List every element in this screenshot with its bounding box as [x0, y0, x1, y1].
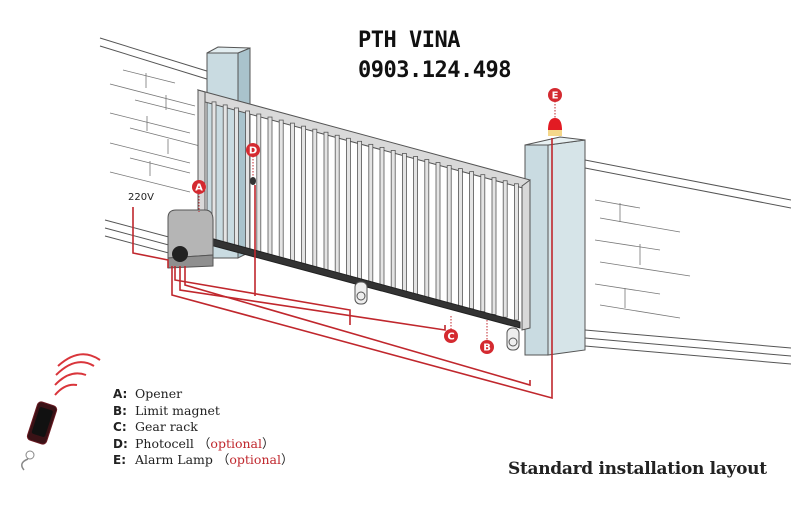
alarm-lamp [548, 118, 562, 136]
gate-bar [502, 180, 508, 318]
opener-motor [167, 209, 214, 269]
legend: A: Opener B: Limit magnet C: Gear rack D: Ph… [113, 386, 293, 469]
gate-wheel [354, 281, 368, 305]
gate-bar [245, 110, 251, 253]
gate-bar [222, 104, 228, 247]
gate-bar [446, 165, 452, 304]
photocell [250, 177, 256, 185]
marker-a: A [192, 180, 206, 194]
gate-bar [323, 131, 329, 273]
gate-bar [480, 174, 486, 312]
gate-bar [514, 183, 519, 321]
legend-item: C: Gear rack [113, 419, 293, 436]
svg-text:C: C [447, 332, 454, 343]
wiring [132, 138, 553, 400]
right-post [524, 136, 586, 356]
optional-tag: optional [229, 452, 281, 467]
legend-key: E: [113, 453, 127, 467]
gate-bar [435, 162, 441, 301]
legend-label: Gear rack [135, 419, 198, 434]
gate-bar [334, 134, 340, 276]
marker-b: B [480, 340, 494, 354]
svg-text:D: D [249, 146, 257, 157]
gate-bar [469, 171, 475, 310]
svg-text:B: B [483, 343, 491, 354]
gate-bar [390, 150, 396, 290]
gate-bar [345, 137, 351, 279]
gate-bar [289, 122, 295, 264]
legend-key: B: [113, 403, 127, 418]
left-wall [99, 37, 211, 265]
brand-header: PTH VINA 0903.124.498 [358, 26, 511, 86]
gate-wheel [506, 327, 520, 351]
marker-d: D [246, 143, 260, 157]
gate-bar [256, 113, 262, 256]
right-wall [584, 159, 791, 365]
optional-tag: optional [210, 435, 262, 451]
diagram-caption: Standard installation layout [508, 459, 767, 479]
svg-text:A: A [195, 183, 203, 194]
gate-bar [357, 140, 363, 281]
legend-label: Alarm Lamp [135, 452, 213, 467]
gate-bar [267, 116, 273, 259]
legend-key: A: [113, 387, 128, 401]
gate-bar [233, 107, 239, 250]
legend-item: E:Alarm Lamp （optional） [113, 452, 294, 467]
voltage-label: 220V [128, 192, 154, 203]
legend-key: D: [113, 436, 128, 451]
legend-item: D:Photocell （optional） [113, 435, 275, 451]
gate-bar [401, 153, 407, 293]
remote-control-icon [21, 353, 101, 471]
legend-item: B: Limit magnet [113, 403, 293, 420]
gate-bar [413, 156, 419, 296]
legend-label: Limit magnet [135, 402, 220, 418]
gate-bar [368, 143, 374, 284]
marker-e: E [548, 88, 562, 102]
marker-c: C [444, 329, 458, 343]
legend-label: Photocell [135, 435, 194, 451]
gate-bar [379, 146, 385, 287]
legend-item: A: Opener [113, 386, 293, 403]
gate-bar [491, 177, 497, 315]
gate-bar [312, 128, 318, 270]
gate-bar [278, 119, 284, 262]
gate-bar [301, 125, 307, 267]
legend-label: Opener [135, 386, 183, 401]
svg-text:E: E [552, 91, 559, 102]
phone-number: 0903.124.498 [358, 58, 511, 83]
company-name: PTH VINA [358, 28, 460, 53]
legend-key: C: [113, 420, 127, 434]
gate-bar [457, 168, 463, 307]
gate-bar [424, 159, 430, 298]
